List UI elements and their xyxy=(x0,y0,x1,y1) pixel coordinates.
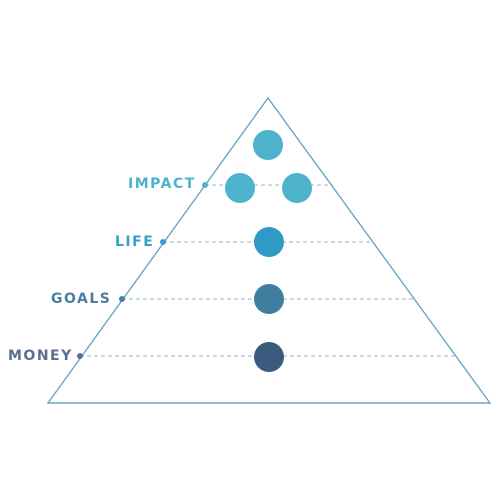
impact-dot-top xyxy=(253,130,283,160)
goals-dot xyxy=(254,284,284,314)
marker-dot-money xyxy=(77,353,83,359)
life-dot xyxy=(254,227,284,257)
money-dot xyxy=(254,342,284,372)
level-label-money: MONEY xyxy=(8,348,73,364)
level-label-life: LIFE xyxy=(115,234,155,250)
impact-dot-right xyxy=(282,173,312,203)
marker-dot-goals xyxy=(119,296,125,302)
marker-dot-impact xyxy=(202,182,208,188)
pyramid-outline xyxy=(46,96,492,404)
marker-dot-life xyxy=(160,239,166,245)
level-label-impact: IMPACT xyxy=(128,176,196,192)
level-label-goals: GOALS xyxy=(51,291,112,307)
impact-dot-left xyxy=(225,173,255,203)
